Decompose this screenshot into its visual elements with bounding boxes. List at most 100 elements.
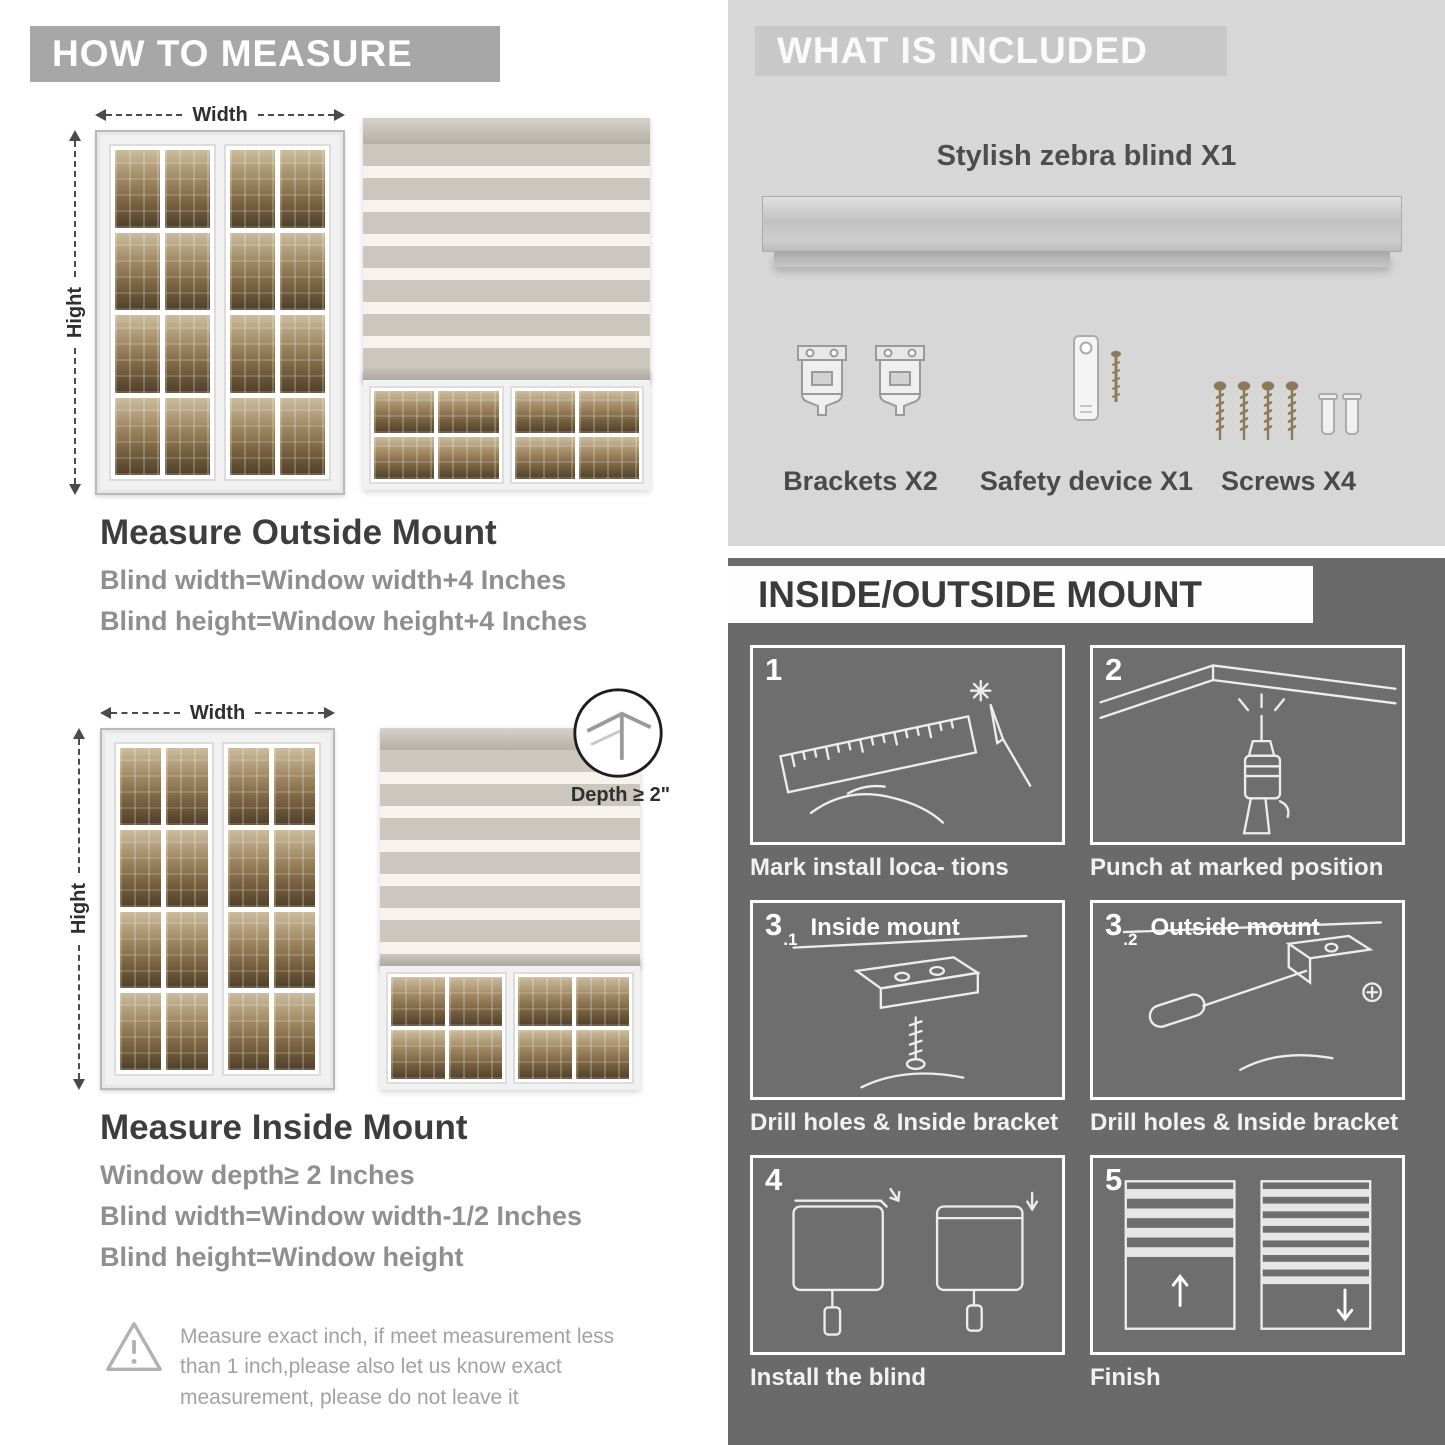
height-measure-inside: Hight	[67, 728, 90, 1090]
zebra-blind-illustration-inside	[380, 728, 640, 1090]
dash-line	[257, 114, 335, 116]
step-caption: Finish	[1090, 1364, 1161, 1391]
headrail-lip	[774, 252, 1390, 267]
what-is-included-section: WHAT IS INCLUDED Stylish zebra blind X1	[728, 0, 1445, 546]
window-below-blind	[363, 380, 650, 490]
inside-rule-width: Blind width=Window width-1/2 Inches	[100, 1201, 583, 1231]
screws-label: Screws X4	[1220, 466, 1357, 496]
step-3-1: 3.1 Inside mount	[750, 900, 1065, 1137]
window-illustration-outside	[95, 130, 345, 495]
drill-illustration	[1099, 664, 1397, 835]
blind-bottom-rail	[363, 368, 650, 380]
step-header: 5	[1105, 1164, 1136, 1195]
dash-line	[106, 114, 183, 116]
width-measure-outside: Width	[95, 104, 346, 126]
arrow-up-icon	[69, 130, 81, 141]
step-4: 4	[750, 1155, 1065, 1392]
right-panel: WHAT IS INCLUDED Stylish zebra blind X1	[728, 0, 1445, 1445]
step-number: 3.1	[765, 907, 798, 949]
zebra-blind-illustration-outside	[363, 118, 650, 490]
window-below-blind	[380, 966, 640, 1090]
outside-bracket-screwdriver-illustration	[1122, 921, 1383, 1072]
brackets-label: Brackets X2	[783, 466, 938, 496]
dash-line	[74, 348, 76, 484]
mount-header: INSIDE/OUTSIDE MOUNT	[728, 566, 1313, 623]
step-number: 3.2	[1105, 907, 1138, 949]
window-sash	[369, 386, 504, 484]
dash-line	[78, 739, 80, 874]
step-5: 5	[1090, 1155, 1405, 1392]
how-to-measure-section: HOW TO MEASURE Width Hight Measure Outsi…	[30, 26, 671, 1409]
arrow-left-icon	[100, 707, 111, 719]
outside-rule-width: Blind width=Window width+4 Inches	[100, 565, 567, 595]
window-sash	[386, 972, 507, 1084]
width-measure-inside: Width	[100, 701, 336, 724]
step-4-panel: 4	[750, 1155, 1065, 1355]
headrail-cassette	[762, 196, 1402, 252]
dash-line	[78, 944, 80, 1079]
height-label: Hight	[67, 883, 90, 935]
inside-bracket-screw-illustration	[792, 934, 1028, 1089]
bracket-icon	[875, 345, 925, 416]
step-header: 3.1 Inside mount	[765, 907, 960, 949]
how-to-measure-header: HOW TO MEASURE	[30, 26, 500, 82]
step-header: 4	[765, 1164, 796, 1195]
step-1: 1 Mark install loca	[750, 645, 1065, 882]
what-is-included-header: WHAT IS INCLUDED	[755, 26, 1227, 76]
outside-rule-height: Blind height=Window height+4 Inches	[100, 606, 588, 636]
inside-rule-depth: Window depth≥ 2 Inches	[100, 1160, 415, 1190]
dash-line	[111, 712, 180, 714]
window-sash	[224, 144, 331, 481]
step-header: 2	[1105, 654, 1136, 685]
step-3-2: 3.2 Outside mount	[1090, 900, 1405, 1137]
window-illustration-inside	[100, 728, 335, 1090]
arrow-down-icon	[73, 1079, 85, 1090]
window-sash	[109, 144, 216, 481]
arrow-left-icon	[95, 109, 106, 121]
step-number: 4	[765, 1162, 783, 1197]
finished-blinds-illustration	[1124, 1180, 1372, 1330]
step-number: 2	[1105, 652, 1123, 687]
step-header: 1	[765, 654, 796, 685]
arrow-down-icon	[69, 484, 81, 495]
height-label: Hight	[63, 286, 86, 339]
step-number: 5	[1105, 1162, 1123, 1197]
blind-stripes	[380, 750, 640, 956]
zebra-blind-qty-label: Stylish zebra blind X1	[936, 140, 1237, 172]
window-sash	[221, 742, 321, 1076]
safety-device-icon	[1073, 335, 1121, 421]
ruler-marking-illustration	[779, 679, 1032, 824]
step-caption: Drill holes & Inside bracket	[1090, 1109, 1399, 1136]
dash-line	[255, 712, 325, 714]
arrow-right-icon	[334, 109, 346, 121]
inside-mount-title: Measure Inside Mount	[100, 1108, 468, 1147]
blind-headrail	[363, 118, 650, 144]
window-sash	[509, 386, 644, 484]
measure-warning-text: Measure exact inch, if meet measurement …	[180, 1325, 615, 1409]
warning-triangle-icon	[106, 1322, 162, 1371]
window-sash	[513, 972, 634, 1084]
width-label: Width	[189, 701, 246, 724]
zebra-blind-headrail-illustration	[762, 196, 1402, 267]
step-1-panel: 1	[750, 645, 1065, 845]
arrow-up-icon	[73, 728, 85, 739]
mount-steps-section: INSIDE/OUTSIDE MOUNT 1	[728, 558, 1445, 1445]
bracket-icon	[797, 345, 847, 416]
step-inner-label: Outside mount	[1150, 914, 1320, 941]
depth-callout-label: Depth ≥ 2"	[570, 784, 671, 806]
install-blind-illustration	[792, 1187, 1039, 1336]
inside-rule-height: Blind height=Window height	[100, 1242, 464, 1272]
outside-mount-title: Measure Outside Mount	[100, 513, 497, 552]
step-number: 1	[765, 652, 783, 687]
step-caption: Drill holes & Inside bracket	[750, 1109, 1059, 1136]
step-2-panel: 2	[1090, 645, 1405, 845]
screws-icon	[1213, 381, 1362, 440]
step-header: 3.2 Outside mount	[1105, 907, 1320, 949]
step-3-1-panel: 3.1 Inside mount	[750, 900, 1065, 1100]
blind-stripes	[363, 144, 650, 368]
step-5-panel: 5	[1090, 1155, 1405, 1355]
depth-zoom-circle-icon	[573, 688, 663, 778]
step-3-2-panel: 3.2 Outside mount	[1090, 900, 1405, 1100]
arrow-right-icon	[324, 707, 336, 719]
safety-device-label: Safety device X1	[979, 466, 1194, 496]
